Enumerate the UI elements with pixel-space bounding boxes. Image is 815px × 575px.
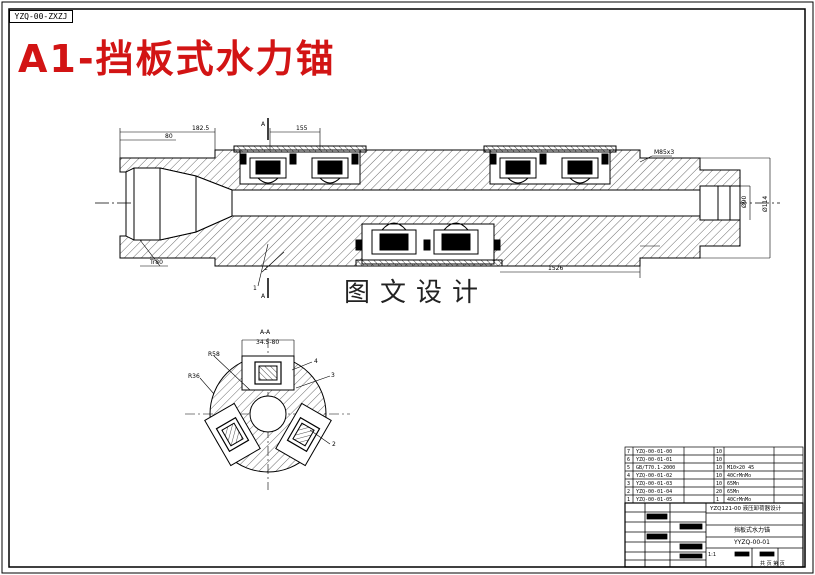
parts-row-code: YZQ-00-01-01 [636,457,672,463]
section-r-inner: R36 [188,373,200,380]
section-width-dim: 34.5-80 [256,339,279,346]
section-title: A-A [260,329,271,336]
parts-row-no: 5 [627,465,630,471]
parts-row-qty: 10 [716,473,722,479]
dia-1-label: Ø90 [741,195,748,208]
parts-row-code: GB/T70.1-2000 [636,465,675,471]
section-leader-2: 2 [332,441,336,448]
parts-row-code: YZQ-00-01-05 [636,497,672,503]
thread-left-label: Tr80 [149,259,163,266]
parts-row-qty: 10 [716,457,722,463]
parts-row-no: 1 [627,497,630,503]
part-leader-1: 1 [253,285,257,292]
parts-row-code: YZQ-00-01-04 [636,489,672,495]
parts-list-text: 7 YZQ-00-01-00 10 6 YZQ-00-01-01 10 5 GB… [627,449,754,503]
title-block-part-name: 挡板式水力锚 [734,526,770,534]
parts-row-code: YZQ-00-01-03 [636,481,672,487]
section-leader-4: 4 [314,358,318,365]
parts-row-code: YZQ-00-01-00 [636,449,672,455]
parts-row-mat: 40CrMnMo [727,473,751,479]
parts-row-no: 6 [627,457,630,463]
watermark-text: 图文设计 [340,272,493,309]
parts-row-qty: 20 [716,489,722,495]
section-mark-bottom: A [261,293,266,300]
part-leader-2: 2 [264,265,268,272]
parts-row-no: 7 [627,449,630,455]
dim-top-1: 182.5 [192,125,209,132]
parts-row-mat: 65Mn [727,481,739,487]
section-leader-3: 3 [331,372,335,379]
dim-top-2: 80 [165,133,173,140]
parts-row-qty: 10 [716,481,722,487]
parts-row-mat: 65Mn [727,489,739,495]
parts-row-qty: 10 [716,465,722,471]
inner-border [8,8,806,568]
anchor-pocket-lower [355,222,503,267]
parts-row-qty: 10 [716,449,722,455]
parts-row-no: 2 [627,489,630,495]
anchor-pockets-upper [233,145,617,185]
title-block-project: YZQ121-00 液压卸荷器设计 [709,504,782,512]
dimensions [119,118,771,298]
section-r-outer: R58 [208,351,220,358]
title-block-drawing-no: YYZQ-00-01 [733,539,770,546]
section-bore [249,395,287,433]
section-slip-left [204,402,261,467]
section-view [185,338,350,490]
title-block-sheet: 共 页 第 页 [760,560,785,567]
drawing-code-tag: YZQ-00-ZXZJ [9,10,73,23]
section-mark-top: A [261,121,266,128]
section-slip-top [241,355,295,391]
main-view [95,118,780,298]
section-slip-right [275,402,332,467]
page-title: A1-挡板式水力锚 [18,37,336,81]
dia-2-label: Ø114 [762,196,769,212]
parts-row-code: YZQ-00-01-02 [636,473,672,479]
title-block-scale: 1:1 [708,552,716,558]
parts-row-no: 3 [627,481,630,487]
dim-top-3: 155 [296,125,308,132]
dim-bottom: 1526 [548,265,563,272]
title-block [624,502,804,568]
parts-row-mat: M10×20 45 [727,465,754,471]
thread-right-label: M85x3 [654,149,674,156]
parts-row-no: 4 [627,473,630,479]
parts-row-qty: 1 [716,497,719,503]
parts-row-mat: 40CrMnMo [727,497,751,503]
